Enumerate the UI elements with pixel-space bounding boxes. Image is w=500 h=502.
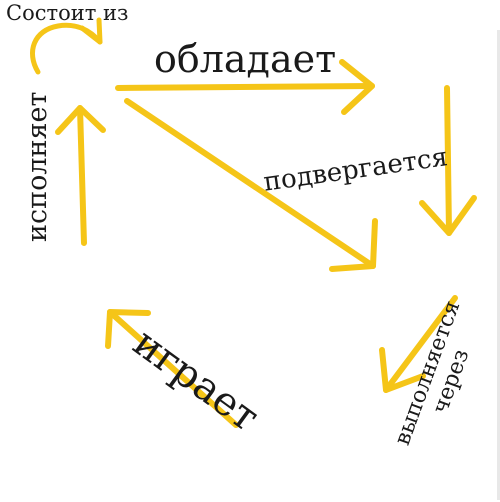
- executed-arrow-head: [379, 347, 426, 393]
- performs-arrow-head: [55, 105, 106, 135]
- executed-arrow-shaft: [383, 295, 458, 393]
- right-edge-divider: [497, 30, 500, 500]
- self-loop-arrowhead: [79, 17, 103, 45]
- label-consists-of: Состоит из: [6, 1, 129, 25]
- diagonal-arrow-shaft: [124, 98, 376, 269]
- label-has: обладает: [154, 37, 337, 81]
- performs-arrow-shaft: [77, 105, 87, 246]
- has-arrow-head: [339, 59, 375, 115]
- plays-arrow-head: [105, 309, 151, 349]
- plays-arrow-shaft: [107, 309, 239, 428]
- down-right-arrow-shaft: [444, 85, 452, 236]
- has-arrow-shaft: [115, 83, 375, 91]
- label-performs: исполняет: [22, 91, 53, 242]
- diagonal-arrow-head: [329, 218, 378, 272]
- down-right-arrow-head: [419, 195, 477, 236]
